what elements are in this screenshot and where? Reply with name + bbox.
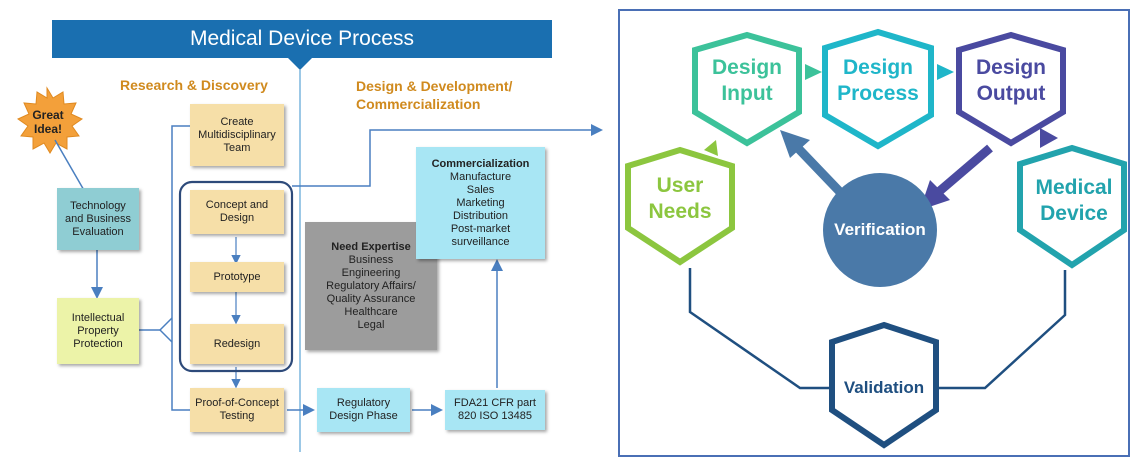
design-development-heading: Design & Development/ Commercialization <box>356 78 513 112</box>
design-process-label: Design Process <box>837 56 919 105</box>
need-expertise-items: Business Engineering Regulatory Affairs/… <box>326 253 416 331</box>
prototype-box: Prototype <box>190 262 284 292</box>
validation-label: Validation <box>843 378 925 397</box>
bracket-point <box>159 317 173 343</box>
idea-to-tech-line <box>54 139 86 193</box>
create-team-box: Create Multidisciplinary Team <box>190 104 284 166</box>
design-loop-highlight <box>178 180 294 373</box>
research-heading: Research & Discovery <box>120 77 268 93</box>
verification-to-input-shaft <box>791 141 844 196</box>
design-output-label: Design Output <box>975 56 1046 105</box>
medical-device-label: Medical Device <box>1035 176 1113 225</box>
great-idea-label: Great Idea! <box>32 108 64 136</box>
process-to-output-arrow <box>937 64 954 80</box>
verification-label: Verification <box>834 220 926 239</box>
user-needs-hex <box>625 146 735 266</box>
zoom-connector-line <box>292 124 603 187</box>
great-idea-burst <box>16 86 84 154</box>
design-output-hex <box>956 31 1066 147</box>
ip-protection-box: Intellectual Property Protection <box>57 298 139 364</box>
banner-title: Medical Device Process <box>189 27 415 50</box>
need-expertise-title: Need Expertise <box>331 240 411 253</box>
commercialization-items: Manufacture Sales Marketing Distribution… <box>449 170 512 248</box>
input-to-process-arrow <box>805 64 822 80</box>
output-to-device-arrow <box>1040 128 1058 148</box>
medical-device-hex <box>1017 144 1127 269</box>
design-input-hex <box>692 31 802 147</box>
stack-bracket <box>171 125 190 411</box>
design-input-label: Design Input <box>711 56 782 105</box>
need-expertise-box: Need Expertise Business Engineering Regu… <box>305 222 437 350</box>
design-process-hex <box>822 28 934 150</box>
proof-of-concept-box: Proof-of-Concept Testing <box>190 388 284 432</box>
fda-box: FDA21 CFR part 820 ISO 13485 <box>445 390 545 430</box>
validation-hex <box>829 321 939 449</box>
tech-business-box: Technology and Business Evaluation <box>57 188 139 250</box>
user-needs-label: User Needs <box>648 174 712 223</box>
verification-to-input-head <box>780 130 810 158</box>
commercialization-box: Commercialization Manufacture Sales Mark… <box>416 147 545 259</box>
output-to-verification-shaft <box>932 144 993 199</box>
commercialization-title: Commercialization <box>431 157 530 170</box>
verification-circle <box>823 173 937 287</box>
regulatory-design-box: Regulatory Design Phase <box>317 388 410 432</box>
concept-design-box: Concept and Design <box>190 190 284 234</box>
device-validation-line <box>935 270 1067 390</box>
banner-shape <box>52 20 552 70</box>
redesign-box: Redesign <box>190 324 284 364</box>
needs-to-input-arrow <box>704 140 718 156</box>
user-needs-validation-line <box>688 268 832 390</box>
